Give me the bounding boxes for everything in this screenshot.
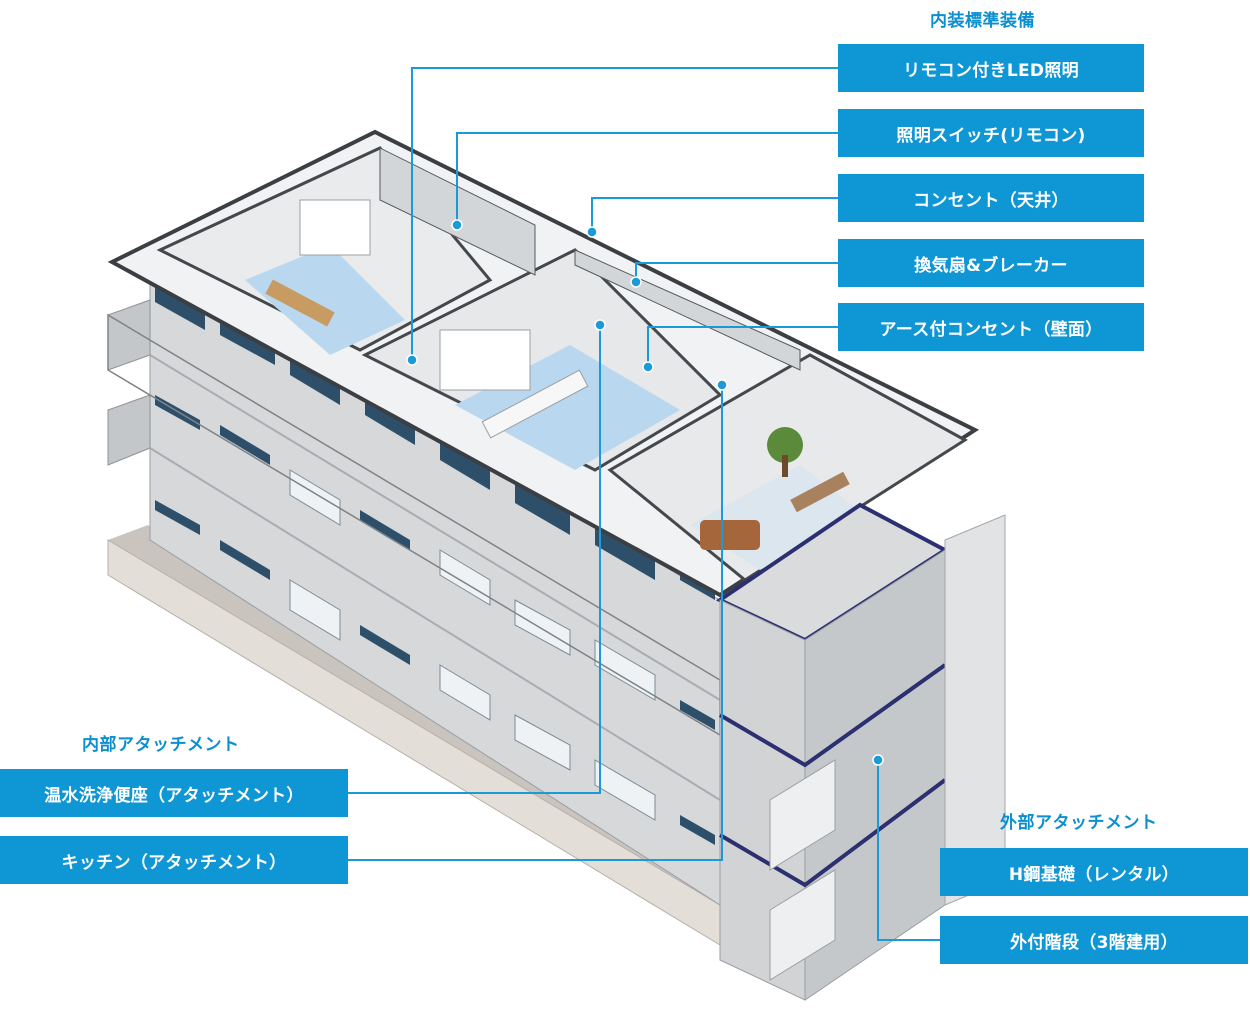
heading-interior-attachment: 内部アタッチメント — [82, 735, 240, 755]
top-floor-cutaway — [107, 129, 980, 598]
label-bidet: 温水洗浄便座（アタッチメント） — [0, 769, 348, 817]
heading-exterior-attachment: 外部アタッチメント — [1000, 813, 1158, 833]
label-light-switch: 照明スイッチ(リモコン) — [838, 109, 1144, 157]
leader-bidet — [348, 325, 601, 794]
heading-interior-standard: 内装標準装備 — [930, 11, 1035, 31]
leader-dots — [406, 219, 884, 766]
label-ext-stairs: 外付階段（3階建用） — [940, 916, 1248, 964]
label-ground-outlet: アース付コンセント（壁面） — [838, 303, 1144, 351]
stair-tower — [715, 502, 1006, 1001]
leader-lines — [348, 67, 940, 941]
leader-led-light — [411, 67, 838, 360]
leader-fan-breaker — [635, 262, 838, 282]
label-ceiling-outlet: コンセント（天井） — [838, 174, 1144, 222]
leader-ground-outlet — [647, 326, 838, 367]
label-fan-breaker: 換気扇&ブレーカー — [838, 239, 1144, 287]
leader-ext-stairs — [877, 760, 940, 941]
leader-kitchen — [348, 385, 723, 861]
leader-ceiling-outlet — [591, 197, 838, 232]
label-h-steel: H鋼基礎（レンタル） — [940, 848, 1248, 896]
leader-light-switch — [456, 132, 838, 225]
label-led-light: リモコン付きLED照明 — [838, 44, 1144, 92]
label-kitchen: キッチン（アタッチメント） — [0, 836, 348, 884]
